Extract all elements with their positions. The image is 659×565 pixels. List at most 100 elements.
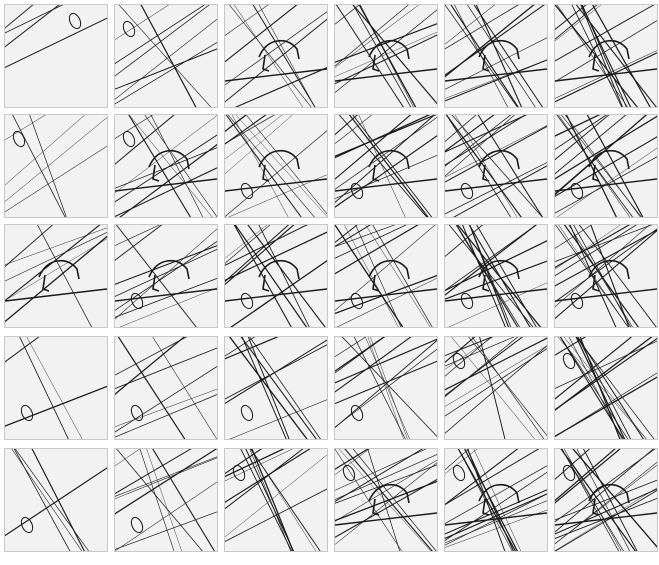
photo-tile — [554, 114, 658, 218]
wire-line — [29, 115, 67, 217]
wire-line — [335, 449, 402, 551]
wire-line — [467, 449, 506, 551]
wire-line — [115, 456, 217, 497]
wire-line — [225, 449, 285, 478]
catenary-bracket — [478, 259, 520, 292]
wire-line — [352, 5, 437, 105]
photo-tile — [554, 448, 658, 552]
photo-tile — [4, 4, 108, 108]
catenary-bracket — [588, 39, 630, 72]
wire-line — [560, 449, 637, 551]
wire-loop — [342, 464, 356, 482]
wire-line — [335, 337, 386, 372]
wire-line — [5, 235, 107, 323]
wire-line — [555, 225, 637, 277]
wire-line — [555, 337, 653, 411]
wire-line — [335, 449, 424, 503]
wire-line — [225, 115, 267, 145]
wire-line — [372, 225, 433, 327]
cross-beam — [225, 68, 327, 82]
photo-tile — [4, 114, 108, 218]
wire-line — [5, 5, 64, 34]
catenary-bracket — [368, 259, 410, 292]
wire-line — [445, 345, 547, 407]
wire-line — [555, 488, 657, 535]
wire-line — [555, 225, 650, 308]
photo-tile — [554, 4, 658, 108]
wire-line — [445, 449, 478, 474]
wire-line — [555, 115, 657, 180]
wire-line — [115, 337, 186, 395]
wire-line — [451, 115, 543, 217]
photo-tile — [334, 336, 438, 440]
wire-line — [555, 115, 601, 137]
wire-line — [335, 5, 409, 67]
wire-line — [555, 229, 657, 287]
wire-line — [370, 337, 408, 439]
wire-line — [445, 5, 545, 76]
wire-loop — [460, 182, 474, 200]
wire-line — [555, 376, 657, 437]
wire-line — [445, 59, 547, 102]
wire-line — [37, 225, 92, 327]
wire-drawing — [555, 115, 657, 217]
wire-line — [445, 337, 492, 377]
wire-line — [335, 225, 419, 275]
photo-tile — [114, 224, 218, 328]
wire-line — [335, 459, 437, 522]
wire-line — [555, 115, 610, 161]
wire-line — [335, 360, 437, 405]
wire-line — [225, 115, 283, 160]
wire-line — [352, 5, 412, 107]
wire-line — [335, 225, 371, 247]
wire-loop — [562, 352, 576, 370]
wire-line — [555, 487, 657, 551]
wire-drawing — [335, 337, 437, 439]
wire-line — [335, 115, 437, 157]
cross-beam — [335, 68, 437, 82]
wire-line — [578, 225, 657, 327]
wire-line — [555, 5, 587, 30]
wire-line — [258, 5, 316, 107]
wire-loop — [570, 182, 584, 200]
wire-line — [353, 337, 406, 439]
wire-line — [335, 115, 358, 136]
wire-line — [225, 454, 327, 538]
wire-line — [448, 225, 534, 327]
wire-line — [445, 115, 527, 166]
wire-line — [335, 116, 437, 190]
photo-tile — [4, 336, 108, 440]
wire-line — [31, 449, 85, 551]
wire-line — [344, 225, 399, 327]
wire-line — [225, 337, 256, 357]
wire-line — [5, 5, 34, 29]
wire-line — [225, 18, 327, 103]
wire-line — [152, 337, 217, 439]
wire-line — [445, 115, 528, 153]
wire-line — [561, 115, 642, 217]
wire-drawing — [445, 225, 547, 327]
wire-line — [5, 17, 107, 69]
cross-beam — [335, 178, 437, 192]
wire-loop — [20, 404, 34, 422]
wire-line — [451, 337, 535, 439]
wire-line — [445, 37, 547, 90]
wire-drawing — [225, 449, 327, 551]
catenary-bracket — [478, 39, 520, 72]
wire-line — [225, 231, 327, 281]
wire-line — [128, 115, 191, 217]
wire-loop — [130, 516, 144, 534]
wire-line — [146, 449, 182, 551]
wire-line — [139, 449, 175, 551]
wire-line — [119, 143, 217, 217]
wire-line — [225, 488, 327, 542]
wire-line — [445, 348, 547, 417]
wire-drawing — [5, 115, 107, 217]
wire-line — [115, 449, 217, 515]
wire-line — [225, 5, 269, 36]
wire-line — [335, 464, 437, 504]
wire-line — [335, 5, 420, 68]
wire-line — [560, 337, 629, 439]
wire-line — [555, 115, 647, 196]
